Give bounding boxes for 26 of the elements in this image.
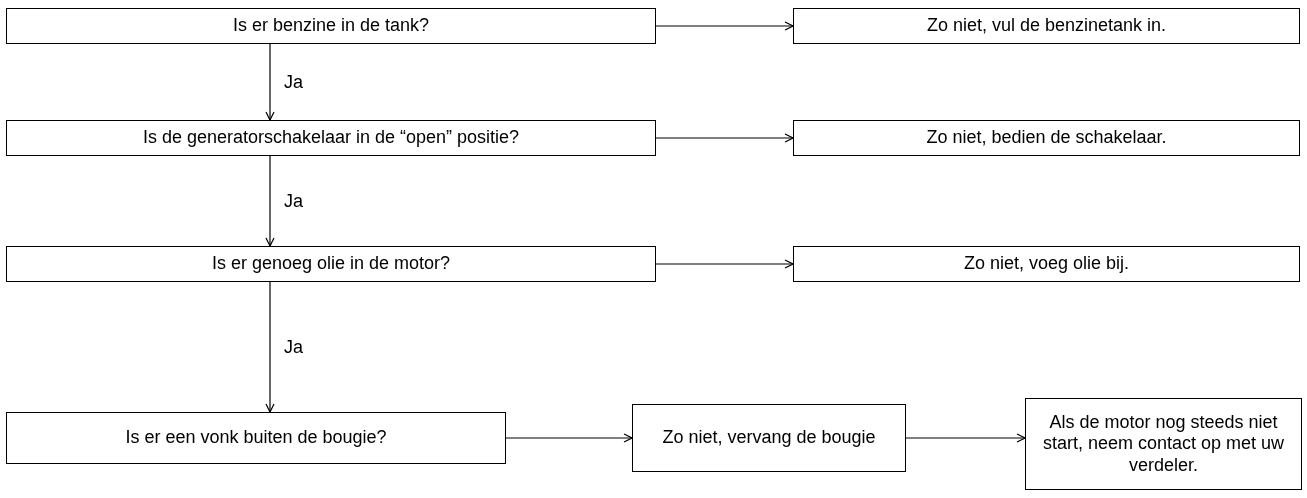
arrow — [505, 433, 633, 443]
step-box — [793, 120, 1300, 156]
step-text: Is er een vonk buiten de bougie? — [125, 427, 387, 449]
step-text: Is er benzine in de tank? — [232, 15, 430, 37]
arrow — [265, 155, 275, 247]
arrow — [265, 281, 275, 413]
arrow — [655, 21, 794, 31]
step-text: Zo niet, vul de benzinetank in. — [926, 15, 1167, 37]
step-text: Zo niet, voeg olie bij. — [963, 253, 1130, 275]
step-box — [6, 8, 656, 44]
arrow — [655, 133, 794, 143]
step-box — [793, 246, 1300, 282]
step-box — [632, 404, 906, 472]
step-box — [793, 8, 1300, 44]
step-text: Zo niet, vervang de bougie — [662, 427, 876, 449]
step-box — [6, 412, 506, 464]
step-text: Zo niet, bedien de schakelaar. — [926, 127, 1167, 149]
arrow — [265, 43, 275, 121]
step-text: Is er genoeg olie in de motor? — [211, 253, 451, 275]
step-text: Als de motor nog steeds niet start, neem contact op met uw verdeler. — [1041, 411, 1286, 477]
arrow — [905, 433, 1026, 443]
step-box — [1025, 398, 1302, 490]
step-text: Is de generatorschakelaar in de “open” positie? — [142, 127, 520, 149]
step-box — [6, 120, 656, 156]
step-box — [6, 246, 656, 282]
arrow — [655, 259, 794, 269]
